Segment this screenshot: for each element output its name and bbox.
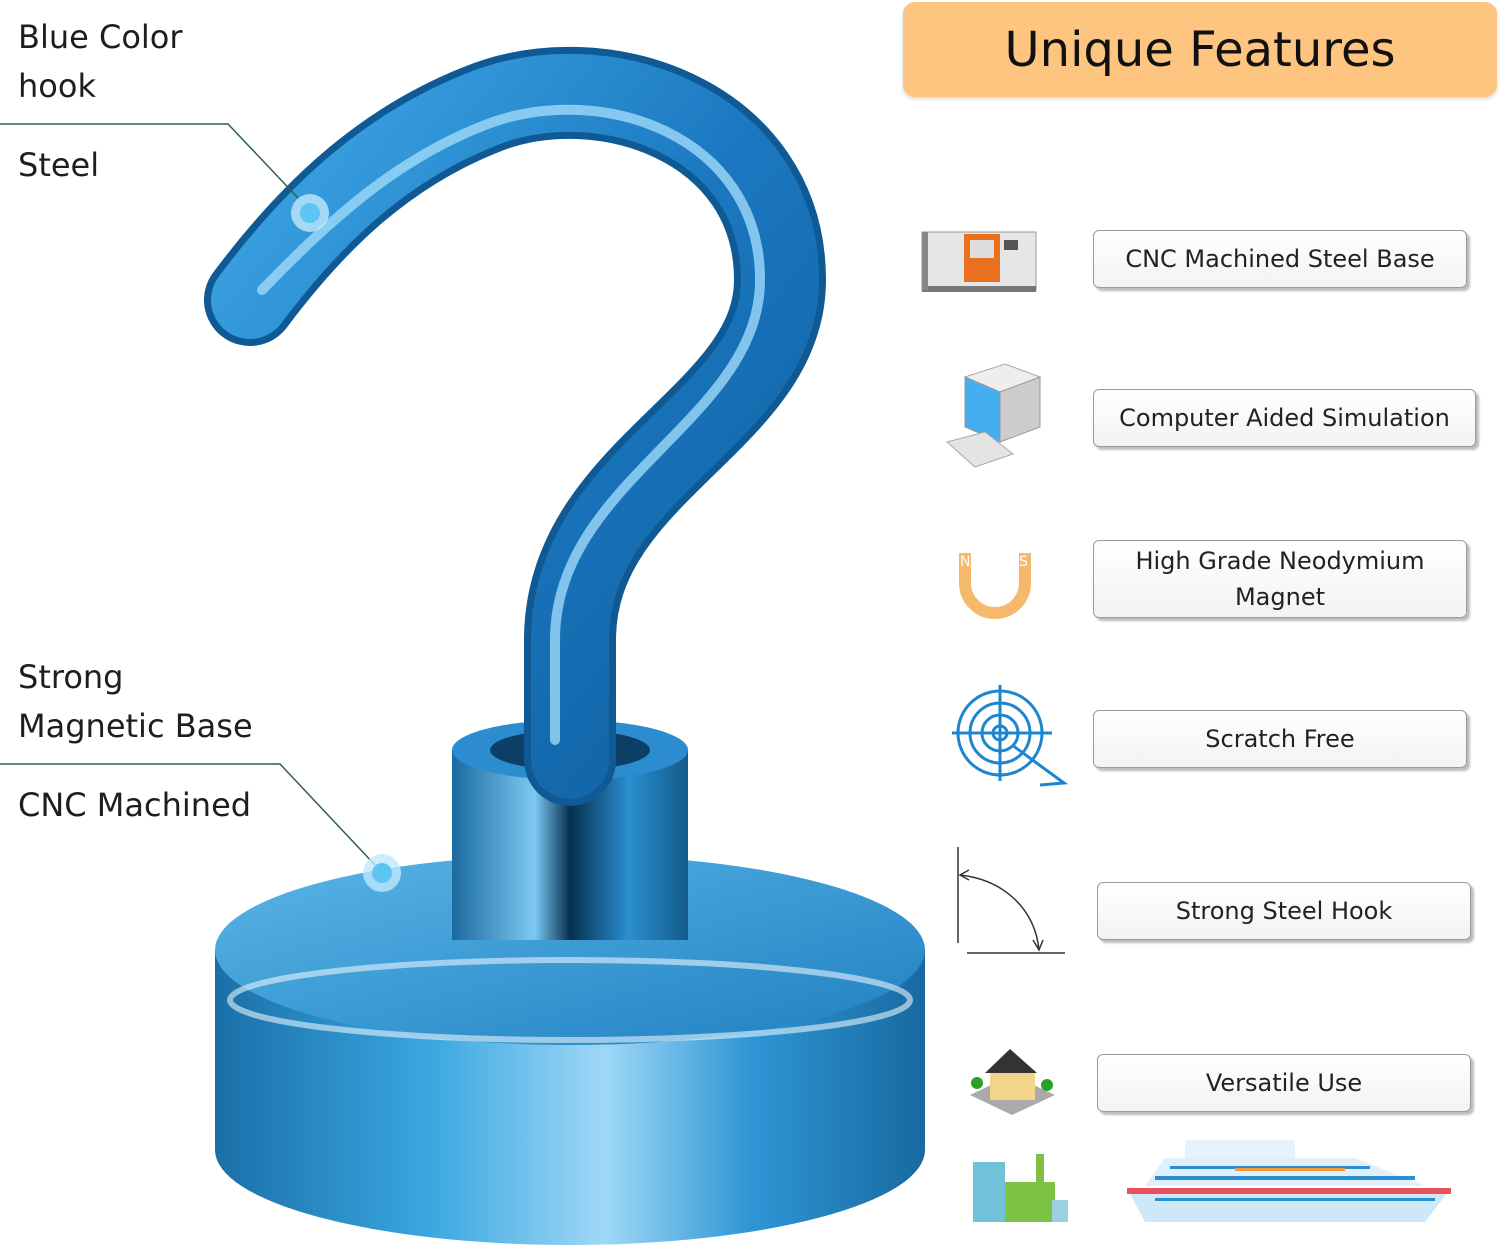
feature-neodymium-magnet: High Grade Neodymium Magnet — [1093, 540, 1467, 618]
angle-arrow-icon — [957, 847, 1065, 954]
buildings-icon — [973, 1154, 1068, 1222]
feature-scratch-free: Scratch Free — [1093, 710, 1467, 768]
feature-computer-aided-simulation: Computer Aided Simulation — [1093, 389, 1476, 447]
computer-icon — [945, 363, 1042, 468]
house-icon — [970, 1049, 1055, 1115]
feature-versatile-use: Versatile Use — [1097, 1054, 1471, 1112]
feature-cnc-machined-steel-base: CNC Machined Steel Base — [1093, 230, 1467, 288]
callout-hook-material: Steel — [18, 146, 100, 184]
feature-strong-steel-hook: Strong Steel Hook — [1097, 882, 1471, 940]
unique-features-banner: Unique Features — [903, 2, 1497, 97]
svg-text:S: S — [1019, 554, 1028, 570]
cnc-machine-icon — [921, 231, 1037, 292]
cruise-ship-icon — [1127, 1140, 1451, 1222]
callout-base-process: CNC Machined — [18, 786, 252, 824]
svg-text:N: N — [960, 554, 970, 570]
target-icon — [952, 685, 1069, 787]
